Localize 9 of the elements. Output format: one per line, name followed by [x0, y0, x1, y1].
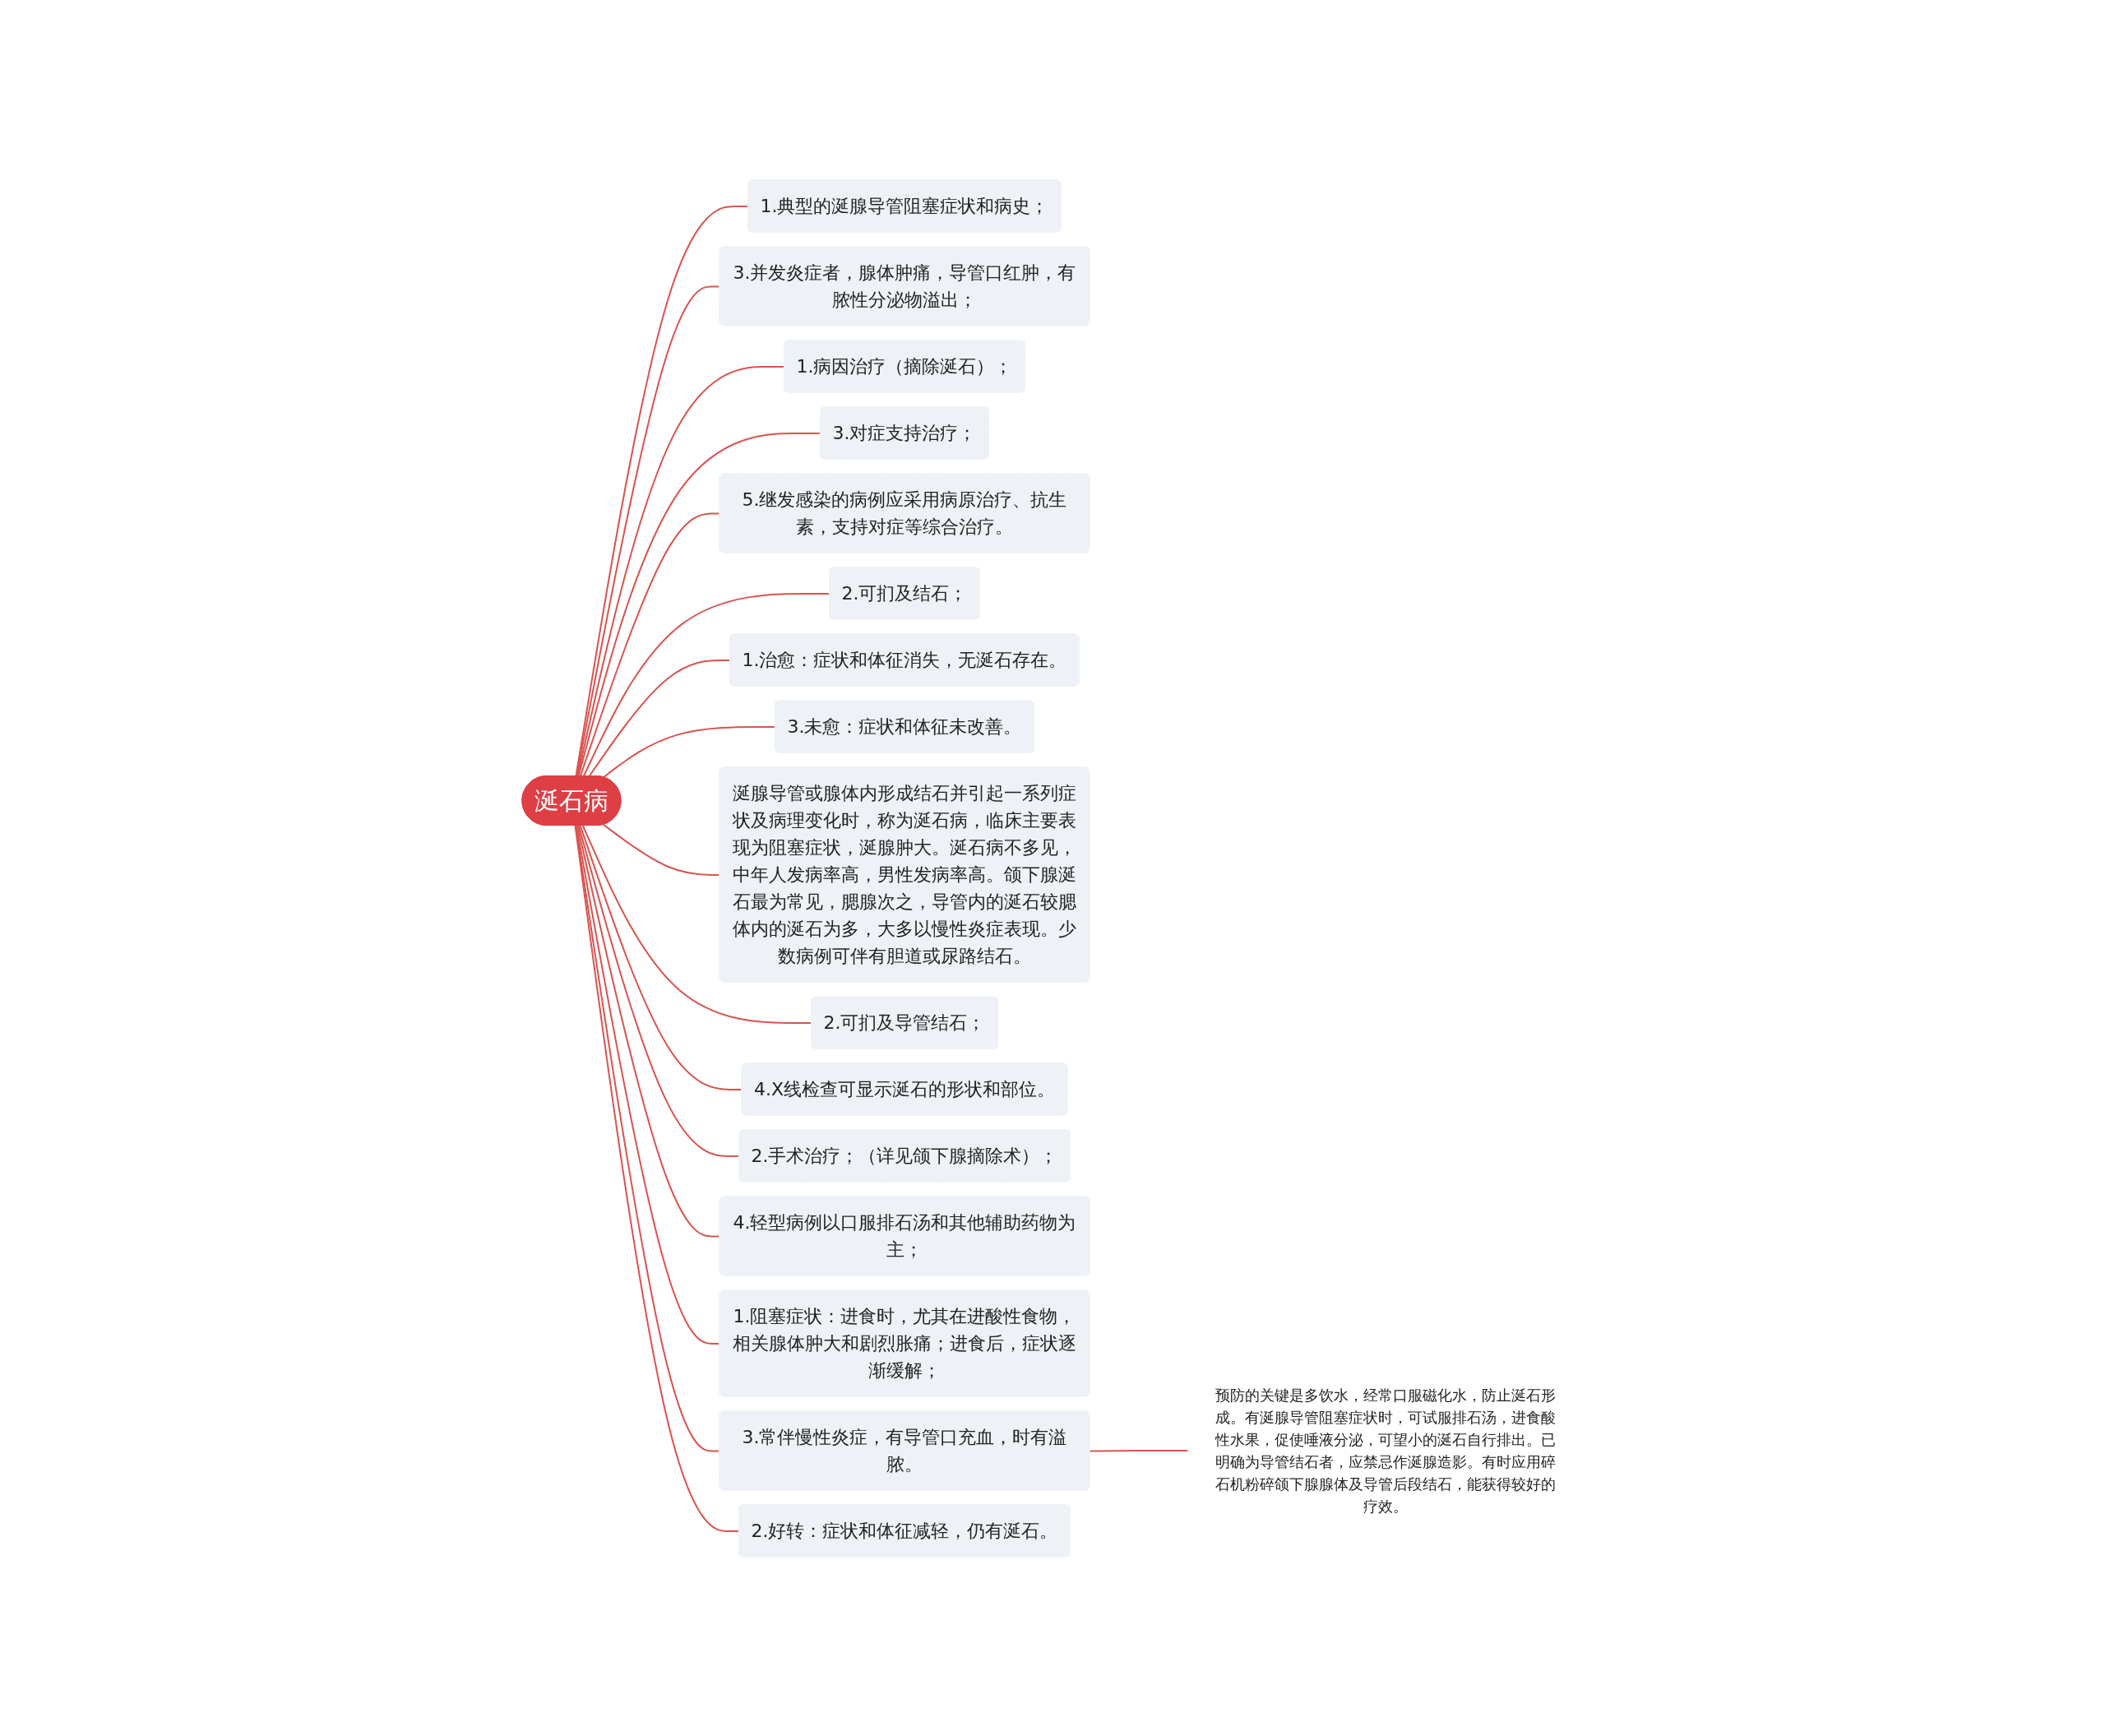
connector: [577, 432, 821, 777]
connector: [576, 365, 785, 777]
connector: [582, 592, 830, 777]
connector: [574, 824, 740, 1532]
node-text: 预防的关键是多饮水，经常口服磁化水，防止涎石形成。有涎腺导管阻塞症状时，可试服排石汤，进食酸性水果，促使唾液分泌，可望小的涎石自行排出。已明确为导管结石者，应禁忌作涎腺造影。有时应用碎石机粉碎颌下腺腺体及导管后段结石，能获得较好的疗效。: [1214, 1386, 1556, 1515]
connector: [577, 824, 740, 1157]
connector: [581, 824, 812, 1024]
connector: [1089, 1449, 1189, 1451]
connector: [602, 725, 776, 778]
